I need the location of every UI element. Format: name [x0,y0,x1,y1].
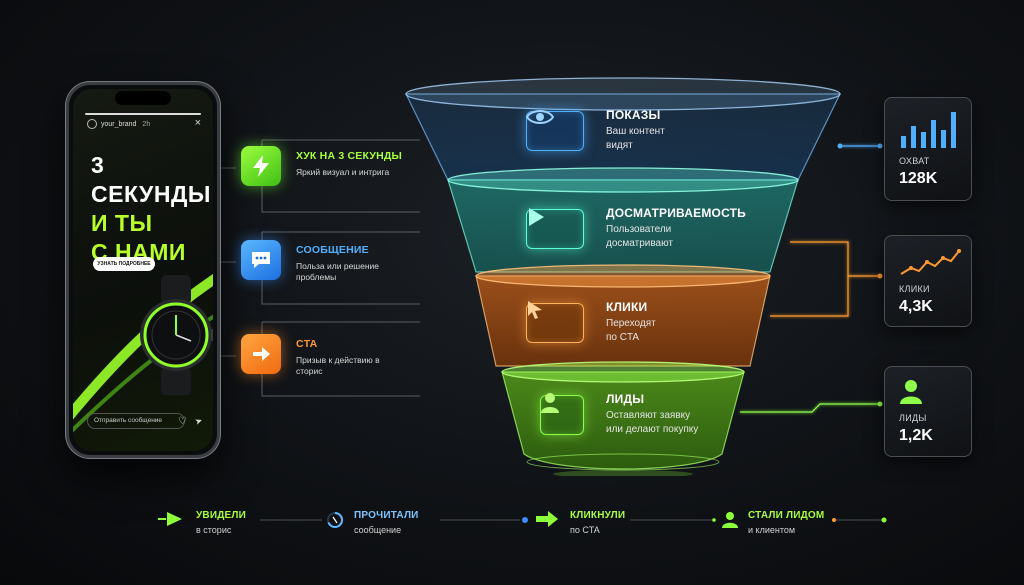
conversion-funnel: ПОКАЗЫ Ваш контент видят ДОСМАТРИВАЕМОСТ… [404,76,844,476]
stat-card-reach: ОХВАТ 128K [884,97,972,201]
funnel-stage-leads: ЛИДЫ Оставляют заявку или делают покупку [540,392,698,437]
flow-step-clicked: КЛИКНУЛИ по CTA [536,510,625,535]
cursor-icon [526,301,584,343]
stage-desc-line-1: Пользователи [606,224,672,235]
learn-more-button[interactable]: УЗНАТЬ ПОДРОБНЕЕ [93,257,155,271]
stage-title: ДОСМАТРИВАЕМОСТЬ [606,206,747,220]
stat-card-clicks: КЛИКИ 4,3K [884,235,972,327]
circle-progress-icon [327,511,344,528]
eye-icon [526,110,584,151]
stat-value: 128K [899,170,938,187]
story-headline: 3 СЕКУНДЫ И ТЫ С НАМИ [91,151,213,267]
stage-desc-line-2: или делают покупку [606,424,699,435]
stat-card-leads: ЛИДЫ 1,2K [884,366,972,457]
stat-value: 1,2K [899,427,933,444]
story-screen: your_brand 2h × 3 СЕКУНДЫ И ТЫ С НАМИ УЗ… [73,89,213,451]
avatar [87,119,97,129]
play-icon [526,208,584,249]
stage-desc-line-2: по CTA [606,332,640,343]
story-time: 2h [142,120,151,128]
flow-step-became-lead: СТАЛИ ЛИДОМ и клиентом [722,510,824,535]
stat-label: КЛИКИ [899,284,930,294]
lightning-icon [241,146,281,186]
story-progress-bar [85,113,201,115]
play-arrow-icon [158,512,182,526]
trend-line-icon [900,249,961,275]
flow-step-desc: в сторис [196,525,232,535]
stage-desc-line-1: Переходят [606,318,656,329]
flow-step-title: ПРОЧИТАЛИ [354,510,419,521]
flow-step-desc: и клиентом [748,525,796,535]
flow-step-seen: УВИДЕЛИ в сторис [158,510,246,535]
stat-value: 4,3K [899,298,933,315]
stage-desc-line-1: Оставляют заявку [606,410,691,421]
feature-desc: Призыв к действию в сторис [296,355,380,376]
phone-mockup: your_brand 2h × 3 СЕКУНДЫ И ТЫ С НАМИ УЗ… [66,82,220,458]
stage-title: КЛИКИ [606,300,648,314]
watch-image [140,275,213,395]
funnel-stage-impressions: ПОКАЗЫ Ваш контент видят [526,108,665,153]
stage-desc-line-2: видят [606,140,633,151]
chat-bubble-icon [241,240,281,280]
flow-step-read: ПРОЧИТАЛИ сообщение [326,510,419,535]
message-input[interactable]: Отправить сообщение [87,413,185,429]
feature-cta: CTA Призыв к действию в сторис [241,334,396,377]
feature-desc: Яркий визуал и интрига [296,167,390,177]
user-icon [540,393,584,435]
account-name: your_brand [101,120,137,128]
stat-label: ЛИДЫ [899,413,927,423]
stage-title: ЛИДЫ [606,392,645,406]
arrow-right-icon [241,334,281,374]
feature-title: CTA [296,338,318,350]
feature-title: СООБЩЕНИЕ [296,244,369,256]
feature-message: СООБЩЕНИЕ Польза или решение проблемы [241,240,396,283]
story-account: your_brand 2h [87,119,150,129]
flow-step-desc: сообщение [354,525,402,535]
stat-label: ОХВАТ [899,156,930,166]
flow-step-title: УВИДЕЛИ [196,510,247,521]
feature-desc: Польза или решение проблемы [296,261,380,282]
close-icon[interactable]: × [194,117,201,129]
user-icon [900,380,922,404]
funnel-stage-clicks: КЛИКИ Переходят по CTA [526,300,656,345]
bar-chart-icon [901,112,956,148]
stage-title: ПОКАЗЫ [606,108,661,122]
flow-step-desc: по CTA [570,525,600,535]
user-icon [722,512,738,528]
funnel-stage-viewthrough: ДОСМАТРИВАЕМОСТЬ Пользователи досматрива… [526,206,746,251]
flow-step-title: СТАЛИ ЛИДОМ [748,510,825,521]
stage-desc-line-2: досматривают [606,238,673,249]
heart-icon[interactable]: ♡ [178,416,187,427]
headline-line-2: И ТЫ [91,210,153,236]
feature-title: ХУК НА 3 СЕКУНДЫ [296,150,403,162]
flow-step-title: КЛИКНУЛИ [570,510,626,521]
headline-line-1: 3 СЕКУНДЫ [91,152,211,207]
feature-hook: ХУК НА 3 СЕКУНДЫ Яркий визуал и интрига [241,146,402,186]
phone-notch [115,91,171,105]
stage-desc-line-1: Ваш контент [606,126,665,137]
arrow-right-icon [536,511,558,527]
